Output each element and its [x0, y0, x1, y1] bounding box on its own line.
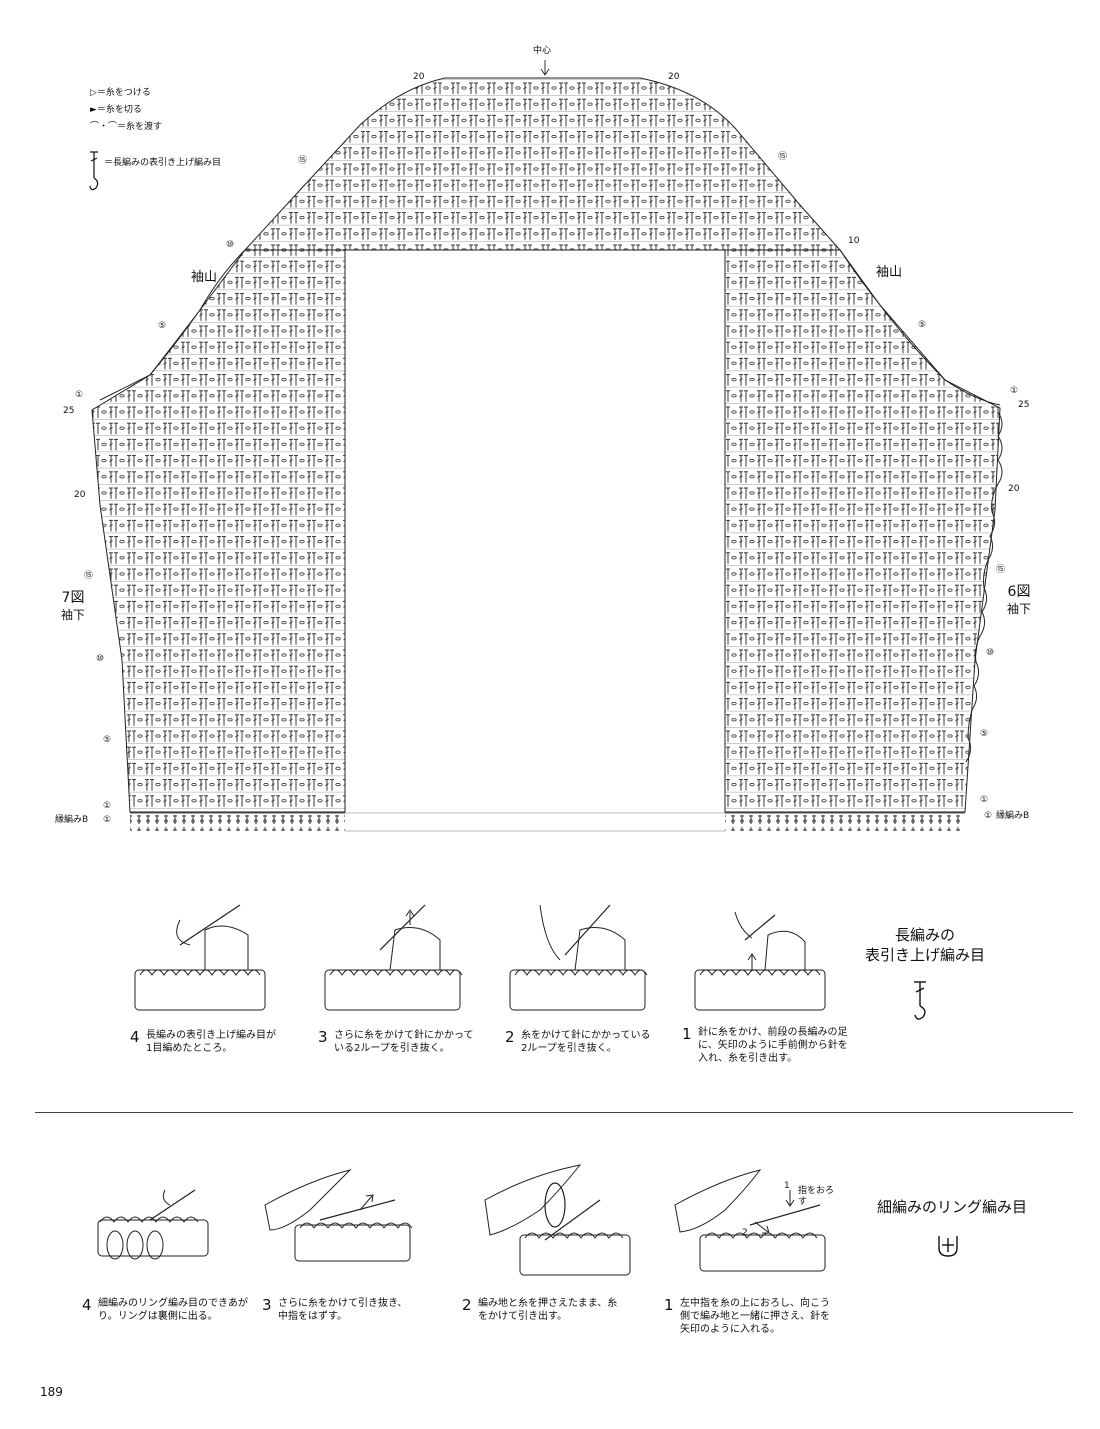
step-number: 2 [462, 1296, 472, 1314]
row-marker-left: ⑮ [84, 571, 94, 581]
fig6-number: 6図 [1007, 584, 1031, 600]
step-text: 糸をかけて針にかかっている2ループを引き抜く。 [521, 1030, 651, 1054]
row-marker-right: 25 [1018, 400, 1030, 410]
fig6-label: 6図 袖下 [1002, 584, 1036, 618]
step-text: 細編みのリング編み目のできあがり。リングは裏側に出る。 [98, 1298, 248, 1322]
step-text: さらに糸をかけて引き抜き、中指をはずす。 [278, 1298, 408, 1322]
legend-attach: ▷＝糸をつける [90, 88, 151, 98]
row-marker-right: ⑩ [986, 648, 995, 658]
row-marker-right: ⑤ [918, 320, 927, 330]
step-number: 2 [505, 1028, 515, 1046]
row-marker-right: 20 [1008, 484, 1020, 494]
legend-cut: ►＝糸を切る [90, 105, 142, 115]
row-marker-left: 20 [74, 490, 86, 500]
step-text: さらに糸をかけて針にかかっている2ループを引き抜く。 [334, 1030, 474, 1054]
row-marker-left: 25 [63, 406, 75, 416]
row-marker-left: ⑮ [298, 156, 308, 166]
step-number: 3 [262, 1296, 272, 1314]
row-marker-right: ① [1010, 386, 1019, 396]
fig6-part: 袖下 [1006, 602, 1031, 616]
step-number: 1 [664, 1296, 674, 1314]
section1-title-line1: 長編みの [894, 926, 955, 944]
edge-label-left: 縁編みB [55, 815, 89, 825]
ring-sc-symbol-icon [938, 1236, 958, 1257]
row-marker-left: ⑤ [158, 321, 167, 331]
illustration-step1 [694, 911, 826, 1011]
right-scallop-edge [965, 411, 1003, 763]
illustration-ring-step2 [484, 1164, 631, 1276]
ring-arrow-num-1: 1 [784, 1181, 790, 1191]
illustration-step4 [134, 904, 266, 1011]
step-number: 4 [130, 1028, 140, 1046]
section-divider [35, 1112, 1073, 1113]
row-marker-right: ⑮ [778, 152, 788, 162]
right-cap-curve [839, 249, 1001, 406]
step-number: 1 [682, 1025, 692, 1043]
left-cap-label: 袖山 [191, 270, 218, 285]
step-text: 長編みの表引き上げ編み目が1目編めたところ。 [146, 1030, 276, 1054]
left-sleeve-region [91, 249, 346, 813]
row-marker-right: ① [984, 811, 993, 821]
raised-dc-illustrations [134, 904, 826, 1011]
row-marker-left: ⑤ [103, 735, 112, 745]
raised-dc-symbol-icon [89, 151, 99, 191]
row-marker-left: 20 [413, 72, 425, 82]
row-marker-right: ① [980, 795, 989, 805]
section1-title-line2: 表引き上げ編み目 [864, 946, 985, 964]
ring-arrow-num-2: 2 [742, 1228, 748, 1238]
row-marker-left: ① [103, 815, 112, 825]
illustration-step3 [324, 904, 463, 1011]
raised-dc-symbol-icon-large [914, 981, 926, 1020]
step-text: 針に糸をかけ、前段の長編みの足に、矢印のように手前側から針を入れ、糸を引き出す。 [698, 1027, 848, 1064]
fig7-label: 7図 袖下 [56, 590, 90, 624]
legend-pass: ⌒・⌒＝糸を渡す [90, 122, 163, 132]
step-text: 左中指を糸の上におろし、向こう側で編み地と一緒に押さえ、針を矢印のように入れる。 [680, 1298, 830, 1335]
row-marker-left: ① [103, 801, 112, 811]
illustration-ring-step4 [97, 1189, 209, 1260]
row-marker-right: 20 [668, 72, 680, 82]
crochet-chart [91, 60, 1003, 832]
row-marker-left: ① [75, 390, 84, 400]
illustration-ring-step1 [674, 1169, 826, 1272]
edge-label-right: 縁編みB [996, 811, 1030, 821]
right-cap-label: 袖山 [876, 265, 903, 280]
left-cap-curve [99, 249, 246, 401]
left-edge-band [130, 815, 345, 831]
row-marker-right: ⑮ [996, 565, 1006, 575]
step-text: 編み地と糸を押さえたまま、糸をかけて引き出す。 [478, 1298, 618, 1322]
fig7-number: 7図 [61, 590, 85, 606]
step-number: 3 [318, 1028, 328, 1046]
finger-label: 指をおろす [798, 1186, 835, 1207]
illustration-step2 [509, 904, 648, 1011]
fig7-part: 袖下 [60, 608, 85, 622]
row-marker-right: ⑤ [980, 729, 989, 739]
row-marker-left: ⑩ [226, 240, 235, 250]
ring-sc-illustrations [97, 1164, 826, 1276]
center-label: 中心 [533, 46, 552, 56]
yoke-region [243, 77, 842, 251]
illustration-ring-step3 [264, 1169, 413, 1262]
section1-title: 長編みの 表引き上げ編み目 [855, 925, 995, 965]
right-edge-band [725, 815, 965, 831]
row-marker-right: 10 [848, 236, 860, 246]
step-number: 4 [82, 1296, 92, 1314]
legend-stitch: ＝長編みの表引き上げ編み目 [104, 158, 222, 168]
right-sleeve-region [724, 249, 1001, 813]
section2-title: 細編みのリング編み目 [876, 1198, 1027, 1216]
page-number: 189 [40, 1385, 63, 1399]
row-marker-left: ⑩ [96, 654, 105, 664]
